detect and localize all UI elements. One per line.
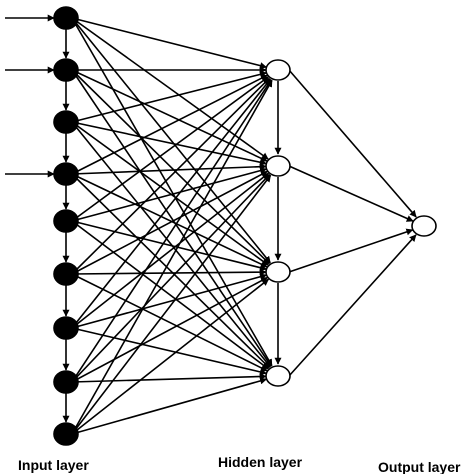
output-node: [411, 215, 437, 237]
hidden-layer-label: Hidden layer: [218, 454, 303, 470]
input-to-hidden-edge: [71, 273, 268, 372]
input-to-hidden-edge: [71, 220, 269, 370]
input-to-hidden-edge: [71, 377, 268, 435]
input-to-hidden-edge: [71, 276, 268, 383]
hidden-node: [265, 59, 291, 81]
input-to-hidden-edge: [71, 167, 268, 222]
input-to-hidden-edge: [71, 278, 270, 435]
input-to-hidden-edge: [71, 273, 268, 329]
input-node: [53, 209, 79, 233]
hidden-to-output-edge: [288, 228, 414, 273]
input-to-hidden-edge: [71, 121, 271, 368]
hidden-node: [265, 155, 291, 177]
input-to-hidden-edge: [71, 268, 267, 276]
input-node: [53, 262, 79, 286]
input-to-hidden-edge: [71, 79, 273, 435]
input-to-hidden-edge: [71, 173, 270, 369]
input-to-hidden-edge: [71, 17, 273, 367]
output-layer-label: Output layer: [378, 459, 461, 474]
input-node: [53, 162, 79, 186]
input-node: [53, 316, 79, 340]
hidden-to-output-edge: [288, 165, 414, 222]
input-to-hidden-edge: [71, 121, 267, 166]
input-to-hidden-edge: [71, 79, 272, 383]
hidden-to-output-edge: [288, 234, 417, 377]
network-nodes: [53, 6, 437, 446]
input-to-hidden-edge: [71, 69, 268, 162]
input-node: [53, 58, 79, 82]
input-to-hidden-edge: [71, 78, 272, 329]
input-to-hidden-edge: [71, 77, 270, 275]
input-to-hidden-edge: [71, 172, 270, 329]
input-to-hidden-edge: [71, 17, 268, 69]
input-node: [53, 6, 79, 30]
hidden-to-output-edge: [288, 69, 417, 218]
input-node: [53, 370, 79, 394]
hidden-node: [265, 261, 291, 283]
input-to-hidden-edge: [71, 327, 267, 376]
input-to-hidden-edge: [71, 69, 270, 265]
input-node: [53, 110, 79, 134]
input-to-hidden-edge: [71, 173, 268, 268]
input-to-hidden-edge: [71, 17, 271, 264]
input-to-hidden-edge: [71, 121, 269, 266]
input-to-hidden-edge: [71, 220, 268, 272]
input-to-hidden-edge: [71, 74, 268, 175]
input-to-hidden-edge: [71, 174, 271, 383]
input-to-hidden-edge: [71, 163, 267, 175]
input-to-hidden-edge: [71, 170, 268, 275]
input-node: [53, 422, 79, 446]
connection-lines: [5, 14, 417, 435]
input-to-hidden-edge: [71, 69, 272, 367]
input-to-hidden-edge: [71, 71, 268, 123]
input-layer-label: Input layer: [18, 457, 89, 473]
input-to-hidden-edge: [71, 76, 269, 222]
hidden-node: [265, 365, 291, 387]
input-to-hidden-edge: [71, 174, 272, 435]
input-to-hidden-edge: [71, 373, 267, 383]
